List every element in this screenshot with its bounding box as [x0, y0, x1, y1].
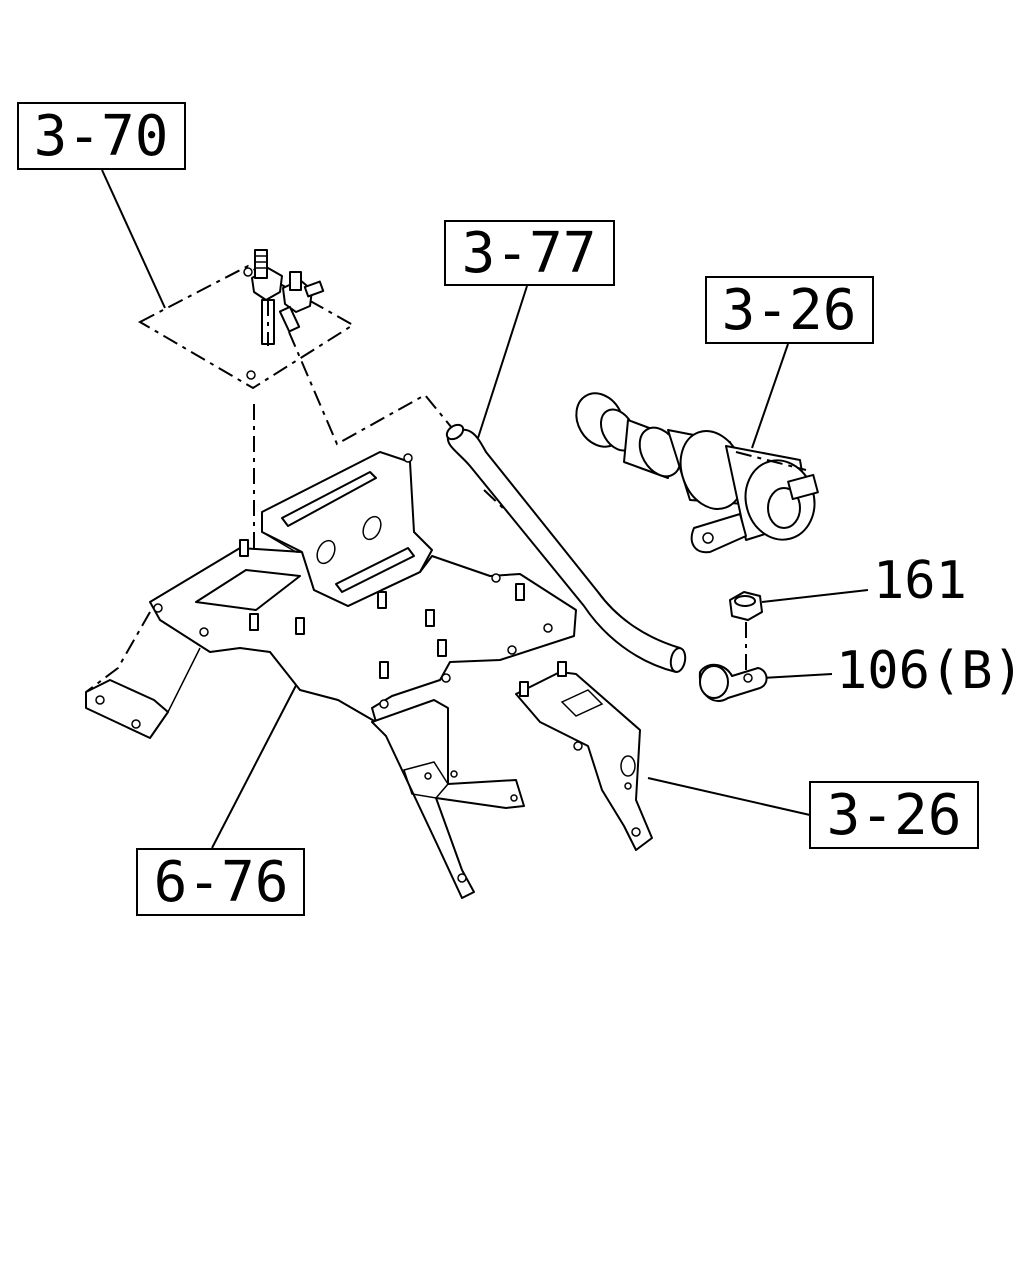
leader-106b — [761, 673, 833, 679]
callout-3-26-top-text: 3-26 — [722, 278, 857, 343]
leader-6-76 — [211, 667, 306, 849]
leader-3-26-bottom — [647, 777, 811, 816]
callout-3-77[interactable]: 3-77 — [444, 220, 615, 286]
mounting-plate — [85, 451, 577, 739]
callout-3-70-text: 3-70 — [34, 104, 169, 169]
callout-3-26-top[interactable]: 3-26 — [705, 276, 874, 344]
lower-bracket-center — [371, 699, 525, 899]
nut-161 — [729, 591, 763, 670]
callout-6-76[interactable]: 6-76 — [136, 848, 305, 916]
valve-assembly — [137, 249, 355, 390]
callout-3-26-bottom[interactable]: 3-26 — [809, 781, 979, 849]
leader-3-26-top — [751, 343, 789, 449]
callout-3-77-text: 3-77 — [462, 221, 597, 286]
actuator — [575, 392, 819, 554]
leader-161 — [761, 589, 869, 603]
clamp-106b — [698, 663, 768, 702]
leader-3-77 — [477, 285, 528, 439]
callout-3-26-bottom-text: 3-26 — [827, 783, 962, 848]
lower-bracket-right — [515, 661, 653, 851]
part-label-161: 161 — [873, 551, 967, 611]
part-label-106b: 106(B) — [836, 641, 1024, 701]
callout-3-70[interactable]: 3-70 — [17, 102, 186, 170]
callout-6-76-text: 6-76 — [154, 850, 289, 915]
assembly-line-valve-hose — [288, 331, 453, 446]
leader-3-70 — [101, 169, 166, 309]
hose — [445, 423, 687, 673]
